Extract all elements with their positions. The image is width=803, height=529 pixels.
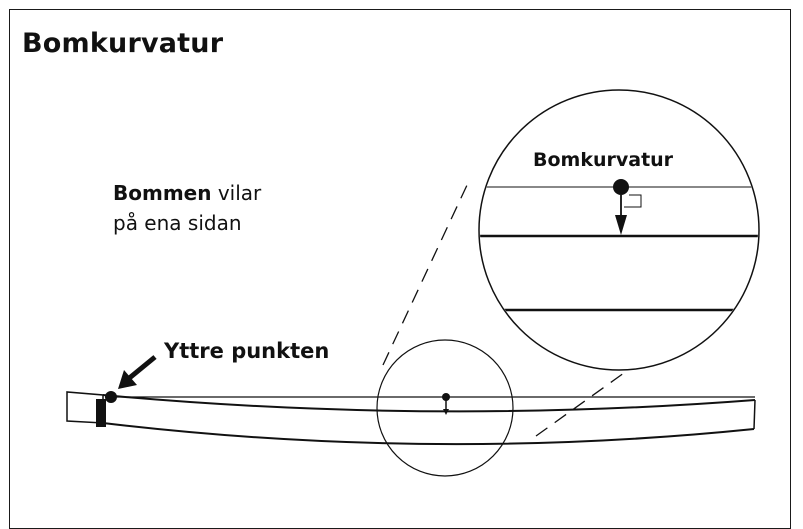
beam-note: Bommen vilar på ena sidan (113, 178, 261, 238)
beam-note-line2: på ena sidan (113, 211, 242, 235)
beam-bottom-edge (102, 422, 755, 446)
end-bracket (96, 399, 106, 427)
beam-note-bold: Bommen (113, 181, 212, 205)
zoom-label: Bomkurvatur (533, 149, 674, 171)
small-curvature-marker (442, 393, 450, 415)
large-zoom-circle (478, 89, 760, 371)
beam-note-rest: vilar (211, 181, 262, 205)
outer-point-dot (105, 391, 117, 403)
large-zoom-view: Bomkurvatur (478, 89, 760, 371)
beam-right-end (753, 399, 756, 430)
zoom-leader-lines (382, 182, 671, 437)
outer-point-arrow (118, 355, 157, 389)
small-zoom-circle (376, 339, 514, 477)
page-title: Bomkurvatur (22, 28, 224, 59)
beam-top-edge (102, 394, 756, 413)
beam (66, 391, 756, 446)
zoom-measure-arrowhead (615, 215, 627, 235)
right-angle-mark (624, 194, 642, 208)
outer-point-label: Yttre punkten (163, 339, 329, 363)
zoom-measure-dot (613, 179, 629, 195)
beam-curvature-diagram: Yttre punkten Bomkurvatur (66, 89, 760, 477)
